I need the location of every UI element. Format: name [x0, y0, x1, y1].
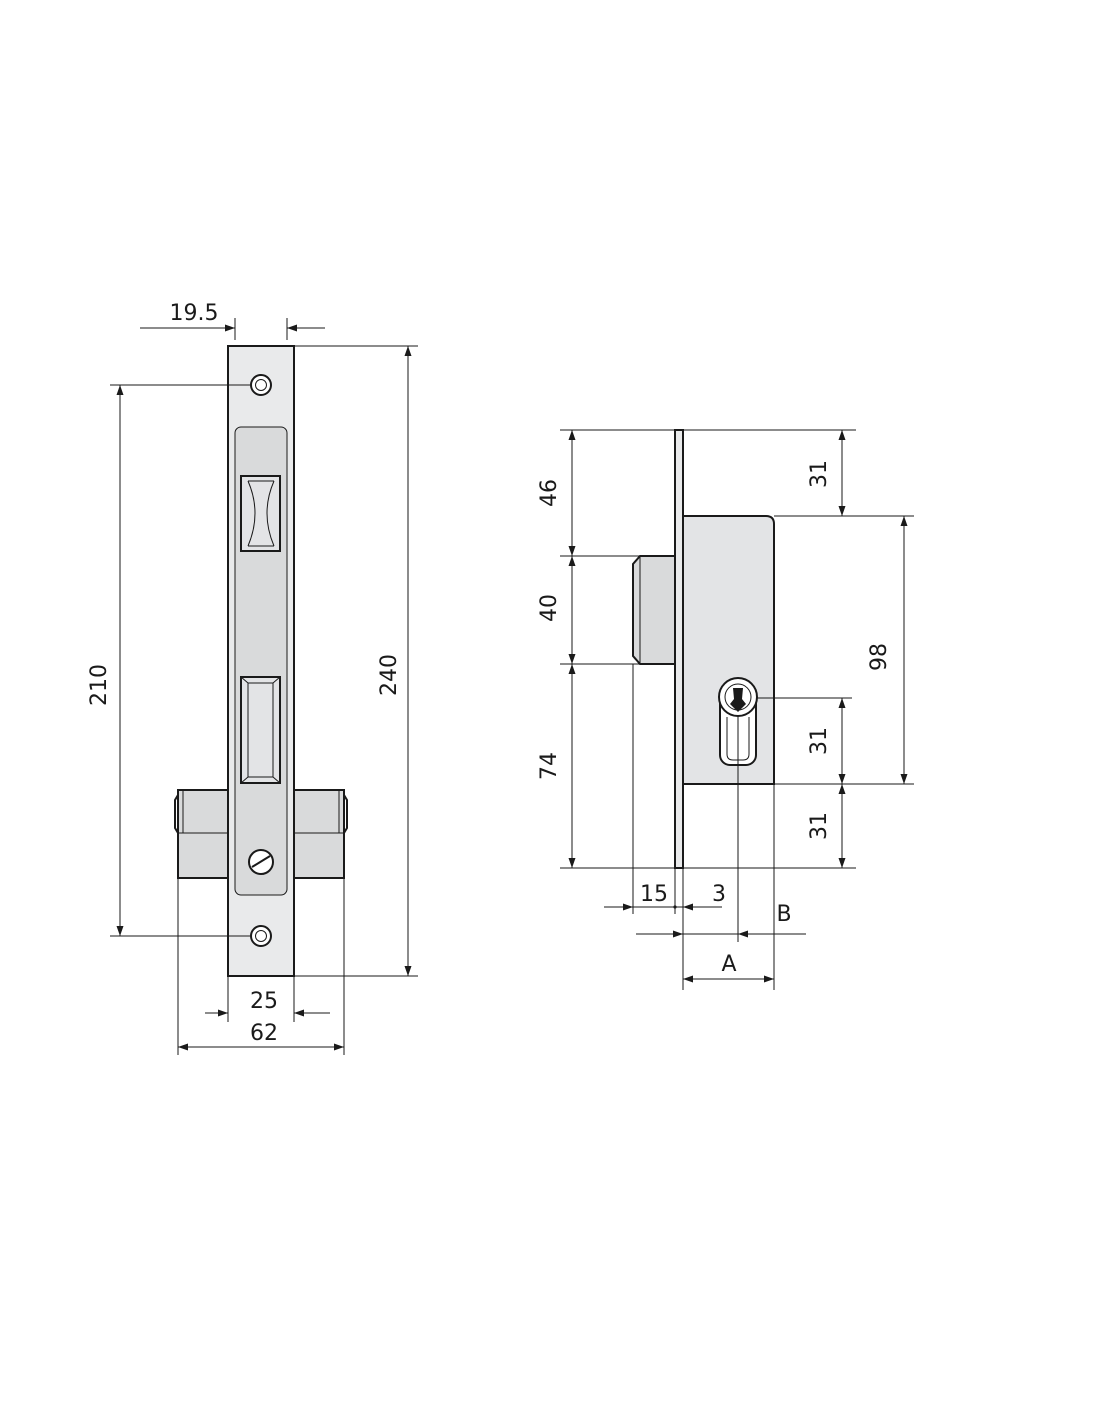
- latch-bolt: [240, 475, 281, 552]
- dim-label-19-5: 19.5: [170, 301, 219, 326]
- dim-cylinder-width: 25: [205, 976, 330, 1022]
- side-bolt: [632, 555, 676, 665]
- dim-label-a: A: [721, 952, 736, 977]
- dim-screw-spacing: 210: [87, 384, 251, 937]
- dim-label-62: 62: [250, 1021, 278, 1046]
- dim-chain-right: 31 31 31 98: [683, 429, 914, 869]
- bottom-screw-hole: [250, 925, 272, 947]
- side-view: 46 40 74 31 31 31 98: [537, 429, 914, 990]
- dim-label-40: 40: [537, 594, 562, 622]
- dim-label-3: 3: [712, 882, 726, 907]
- dim-total-width: 62: [177, 878, 345, 1055]
- dim-label-210: 210: [87, 664, 112, 706]
- front-view: 19.5 210 240 25: [87, 301, 418, 1055]
- dim-label-15: 15: [640, 882, 668, 907]
- dim-bottom: 15 3 B A: [604, 664, 806, 990]
- top-screw-hole: [250, 374, 272, 396]
- dim-faceplate-width: 19.5: [140, 301, 325, 340]
- dead-bolt: [240, 676, 281, 784]
- dim-label-31-bottom: 31: [807, 812, 832, 840]
- dim-label-240: 240: [377, 654, 402, 696]
- forend-plate: [674, 429, 684, 869]
- dim-label-b: B: [776, 902, 791, 927]
- dim-label-31-middle: 31: [807, 727, 832, 755]
- dim-label-74: 74: [537, 752, 562, 780]
- dim-label-46: 46: [537, 479, 562, 507]
- dim-label-31-top: 31: [807, 460, 832, 488]
- dim-total-height: 240: [294, 345, 418, 977]
- slotted-screw: [248, 849, 274, 875]
- dim-label-98: 98: [867, 643, 892, 671]
- dim-label-25: 25: [250, 989, 278, 1014]
- dim-chain-left: 46 40 74: [537, 429, 675, 869]
